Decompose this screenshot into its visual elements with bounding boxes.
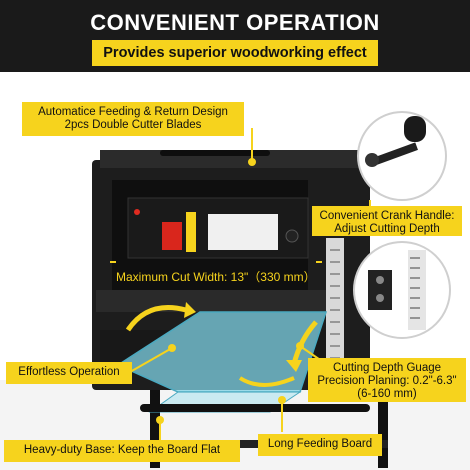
callout-dot-base [156,416,164,424]
callout-dot-board [278,396,286,404]
crank-hub [365,153,379,167]
depth-ruler [408,250,426,330]
callout-dot-feeding [248,158,256,166]
callout-dot-effortless [168,344,176,352]
depth-screw-top [376,276,384,284]
stand-leg-left [150,380,160,468]
reset-button [285,229,299,243]
crank-knob [404,116,426,142]
feeding-board [116,311,328,393]
spec-label [208,214,278,250]
label-feeding-board: Long Feeding Board [258,434,382,456]
label-effortless: Effortless Operation [6,362,132,384]
arrow-head-right [286,360,302,372]
depth-screw-bottom [376,294,384,302]
subtitle-band: Provides superior woodworking effect [92,40,378,66]
power-switch-red [162,222,182,250]
switch-yellow [186,212,196,252]
label-crank: Convenient Crank Handle: Adjust Cutting … [312,206,462,236]
page-title: CONVENIENT OPERATION [90,10,380,35]
label-feeding: Automatice Feeding & Return Design 2pcs … [22,102,244,136]
curved-arrow-board [238,376,295,387]
indicator-light [134,209,140,215]
outfeed-roller [140,404,370,412]
callout-line-effortless [129,347,173,373]
depth-scale [326,238,344,368]
label-depth-guage: Cutting Depth Guage Precision Planing: 0… [308,358,466,402]
callout-dot-depth [296,342,304,350]
label-max-cut: Maximum Cut Width: 13"（330 mm） [116,270,316,284]
arrow-head-left [184,302,196,318]
crank-arm [372,142,418,166]
upper-bed [96,290,328,312]
curved-arrow-left [125,305,187,332]
stand-leg-right [378,380,388,468]
top-carry-handle [160,150,270,156]
label-base: Heavy-duty Base: Keep the Board Flat [4,440,240,462]
